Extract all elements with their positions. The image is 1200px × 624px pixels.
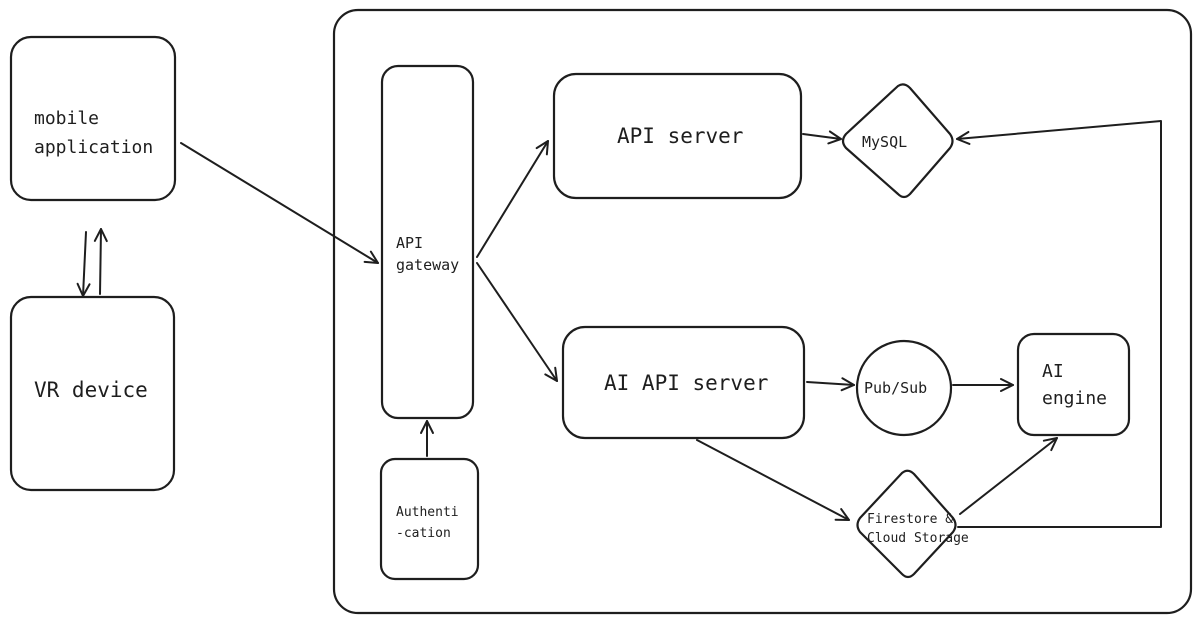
authentication-label-line1: Authenti [396, 505, 459, 520]
firestore-label-line1: Firestore & [867, 512, 953, 527]
mobile-app-label-line2: application [34, 137, 153, 158]
edge-ai-api-server-to-firestore [696, 439, 850, 521]
api-gateway-label-line2: gateway [396, 256, 459, 274]
edge-ai-api-server-to-pubsub [806, 377, 855, 392]
node-firestore-cloud-storage[interactable]: Firestore & Cloud Storage [856, 469, 969, 579]
edge-vr-to-mobile [93, 228, 108, 295]
node-mysql[interactable]: MySQL [841, 83, 954, 199]
vr-device-label: VR device [34, 378, 148, 402]
authentication-label-line2: -cation [396, 526, 451, 541]
node-vr-device[interactable]: VR device [9, 295, 176, 492]
cloud-boundary [332, 8, 1193, 615]
edge-gateway-to-ai-api-server [476, 262, 558, 382]
edge-firestore-to-mysql [956, 120, 1162, 528]
node-api-server[interactable]: API server [552, 72, 803, 200]
api-server-label: API server [617, 124, 743, 148]
node-authentication[interactable]: Authenti -cation [379, 457, 480, 581]
edge-mobile-to-vr [76, 231, 91, 297]
mysql-label: MySQL [862, 133, 907, 151]
node-pubsub[interactable]: Pub/Sub [855, 339, 953, 437]
firestore-label-line2: Cloud Storage [867, 531, 969, 546]
mobile-app-label-line1: mobile [34, 108, 99, 129]
edge-gateway-to-api-server [476, 140, 549, 258]
edge-firestore-to-ai-engine [959, 437, 1058, 515]
api-gateway-label-line1: API [396, 234, 423, 252]
ai-engine-label-line1: AI [1042, 361, 1064, 382]
node-ai-engine[interactable]: AI engine [1016, 332, 1131, 437]
pubsub-label: Pub/Sub [864, 379, 927, 397]
edge-api-server-to-mysql [802, 130, 842, 145]
ai-api-server-label: AI API server [604, 371, 768, 395]
node-ai-api-server[interactable]: AI API server [561, 325, 806, 440]
node-mobile-application[interactable]: mobile application [9, 35, 177, 202]
node-api-gateway[interactable]: API gateway [380, 64, 475, 420]
edge-mobile-to-gateway [180, 142, 379, 264]
ai-engine-label-line2: engine [1042, 388, 1107, 409]
